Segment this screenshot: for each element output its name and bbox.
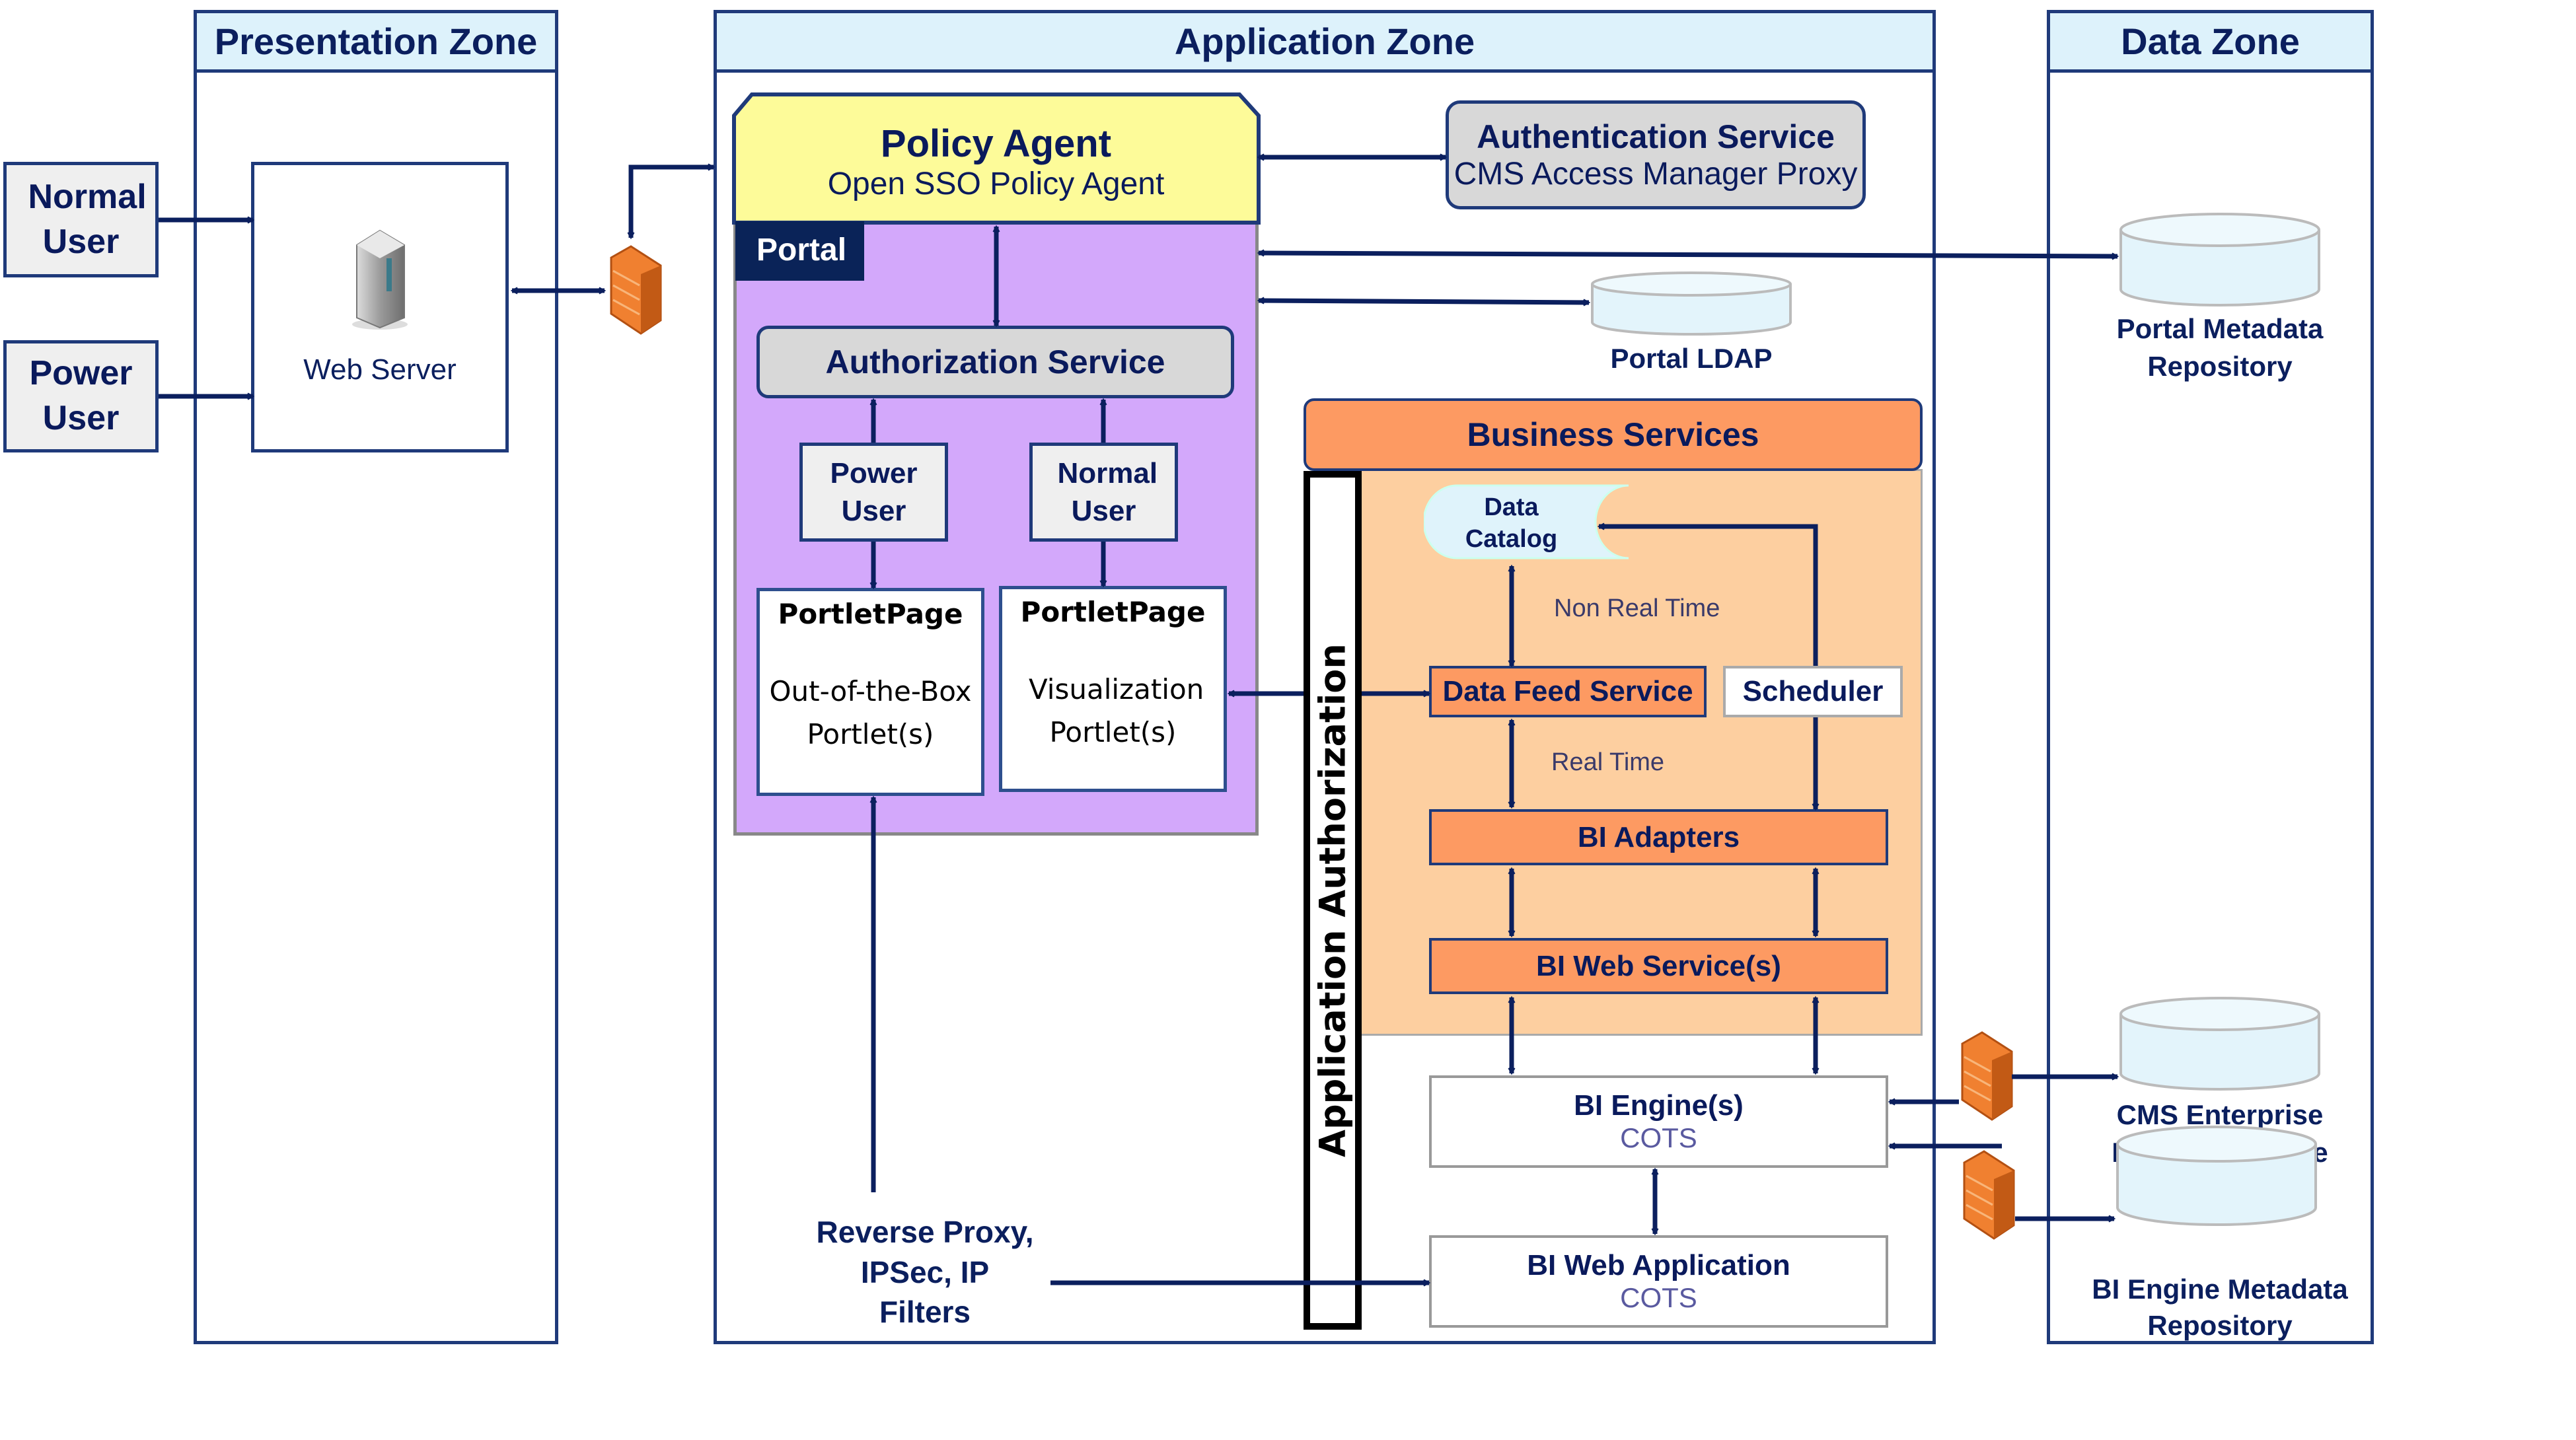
normal-user-label: Normal User xyxy=(28,177,147,261)
bi-engine[interactable]: BI Engine(s) COTS xyxy=(1429,1075,1888,1168)
firewall-icon xyxy=(1963,1150,2015,1240)
portlet-page-title: PortletPage xyxy=(778,598,963,630)
policy-agent-subtitle: Open SSO Policy Agent xyxy=(827,166,1165,201)
power-user-label: Power User xyxy=(29,354,133,437)
bi-web-application-title: BI Web Application xyxy=(1527,1249,1790,1281)
web-server-box[interactable]: Web Server xyxy=(251,162,509,452)
arrow-portal-metadata xyxy=(1257,249,2119,260)
portlet-page-visualization[interactable]: PortletPage Visualization Portlet(s) xyxy=(999,586,1227,792)
scheduler[interactable]: Scheduler xyxy=(1723,666,1903,717)
arrow-firewall-to-app xyxy=(627,163,716,240)
portlet-page-out-of-the-box[interactable]: PortletPage Out-of-the-Box Portlet(s) xyxy=(756,588,984,796)
arrow-scheduler-catalog xyxy=(1597,522,1818,666)
portal-role-power-user-label: Power User xyxy=(830,456,918,527)
firewall-icon xyxy=(1961,1031,2013,1121)
bi-adapters[interactable]: BI Adapters xyxy=(1429,809,1888,865)
bi-engine-metadata-db-icon xyxy=(2116,1126,2317,1226)
data-zone-header: Data Zone xyxy=(2047,10,2374,73)
portal-role-normal-user[interactable]: Normal User xyxy=(1029,443,1178,542)
application-zone-header: Application Zone xyxy=(714,10,1936,73)
presentation-zone-header: Presentation Zone xyxy=(194,10,558,73)
policy-agent-shape xyxy=(732,92,1261,225)
power-user-actor[interactable]: Power User xyxy=(3,340,159,452)
server-icon xyxy=(352,230,408,330)
reverse-proxy-label: Reverse Proxy, IPSec, IP Filters xyxy=(816,1215,1034,1330)
arrow-portal-ldap xyxy=(1257,297,1591,306)
portlet-page-body: Visualization Portlet(s) xyxy=(1029,673,1204,749)
bi-engine-subtitle: COTS xyxy=(1620,1122,1697,1153)
authentication-service[interactable]: Authentication Service CMS Access Manage… xyxy=(1446,100,1866,209)
bi-web-application[interactable]: BI Web Application COTS xyxy=(1429,1235,1888,1328)
authentication-service-subtitle: CMS Access Manager Proxy xyxy=(1454,157,1858,192)
real-time-label: Real Time xyxy=(1551,748,1665,776)
business-services-header[interactable]: Business Services xyxy=(1304,398,1923,471)
portal-role-normal-user-label: Normal User xyxy=(1057,456,1158,527)
bi-engine-metadata-label: BI Engine Metadata Repository xyxy=(2092,1274,2348,1341)
policy-agent[interactable]: Policy Agent Open SSO Policy Agent xyxy=(733,106,1259,218)
portal-ldap-db-icon xyxy=(1591,271,1792,336)
normal-user-actor[interactable]: Normal User xyxy=(3,162,159,277)
data-catalog[interactable]: Data Catalog xyxy=(1465,493,1558,553)
cms-edw-db-icon xyxy=(2119,997,2320,1091)
portlet-page-body: Out-of-the-Box Portlet(s) xyxy=(769,675,972,751)
data-feed-service[interactable]: Data Feed Service xyxy=(1429,666,1707,717)
non-real-time-label: Non Real Time xyxy=(1554,594,1720,622)
portal-metadata-repository-label: Portal Metadata Repository xyxy=(2116,313,2324,382)
authorization-service[interactable]: Authorization Service xyxy=(756,326,1234,398)
portal-label: Portal xyxy=(735,221,864,281)
application-authorization-bar[interactable]: Application Authorization xyxy=(1304,471,1362,1330)
data-catalog-shape xyxy=(1424,484,1629,559)
web-server-label: Web Server xyxy=(303,353,457,386)
authentication-service-title: Authentication Service xyxy=(1477,118,1835,155)
policy-agent-title: Policy Agent xyxy=(880,122,1112,165)
portal-metadata-repository-db-icon xyxy=(2119,213,2320,306)
firewall-icon xyxy=(610,245,662,335)
bi-web-services[interactable]: BI Web Service(s) xyxy=(1429,938,1888,994)
bi-engine-title: BI Engine(s) xyxy=(1574,1089,1744,1122)
portal-ldap-label: Portal LDAP xyxy=(1610,343,1773,374)
portlet-page-title: PortletPage xyxy=(1020,596,1206,628)
portal-role-power-user[interactable]: Power User xyxy=(799,443,948,542)
bi-web-application-subtitle: COTS xyxy=(1620,1282,1697,1313)
